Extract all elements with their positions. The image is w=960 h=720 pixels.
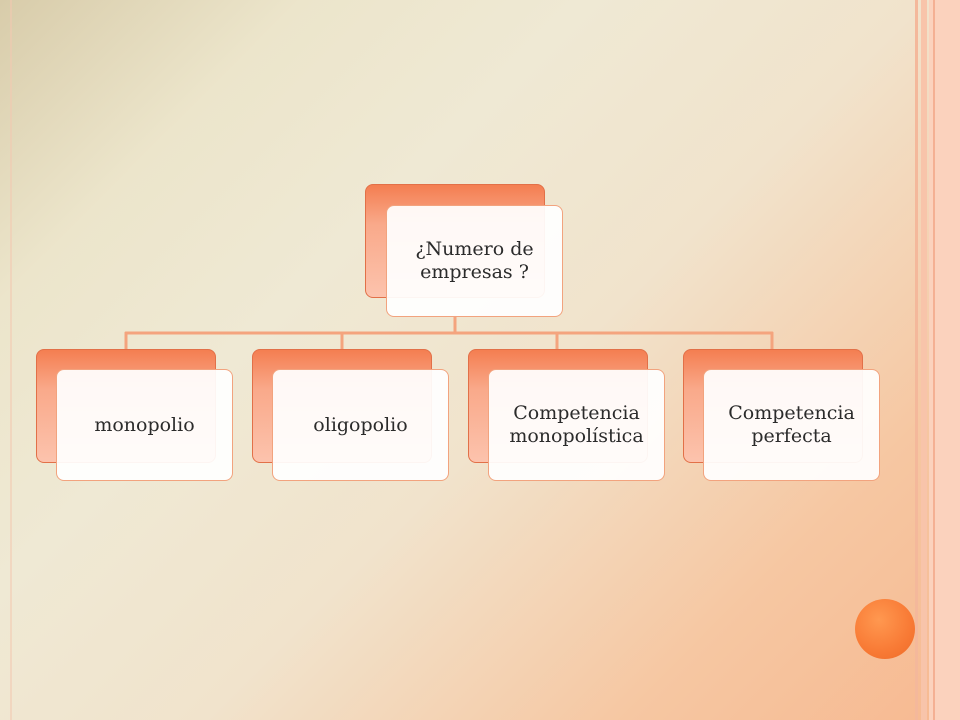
right-decorative-stripe — [933, 0, 935, 720]
decorative-orange-circle — [855, 599, 915, 659]
left-border-line — [10, 0, 12, 720]
root-node-label: ¿Numero de empresas ? — [415, 238, 534, 283]
child-node-label: Competencia perfecta — [728, 402, 855, 447]
right-decorative-stripe — [921, 0, 927, 720]
right-decorative-stripe — [915, 0, 918, 720]
child-node-oligopolio: oligopolio — [272, 369, 449, 481]
child-node-label: monopolio — [94, 413, 195, 436]
child-node-monopolio: monopolio — [56, 369, 233, 481]
child-node-label: oligopolio — [313, 413, 408, 436]
root-node: ¿Numero de empresas ? — [386, 205, 563, 317]
child-node-competencia-perfecta: Competencia perfecta — [703, 369, 880, 481]
child-node-competencia-monopolistica: Competencia monopolística — [488, 369, 665, 481]
child-node-label: Competencia monopolística — [509, 402, 644, 447]
